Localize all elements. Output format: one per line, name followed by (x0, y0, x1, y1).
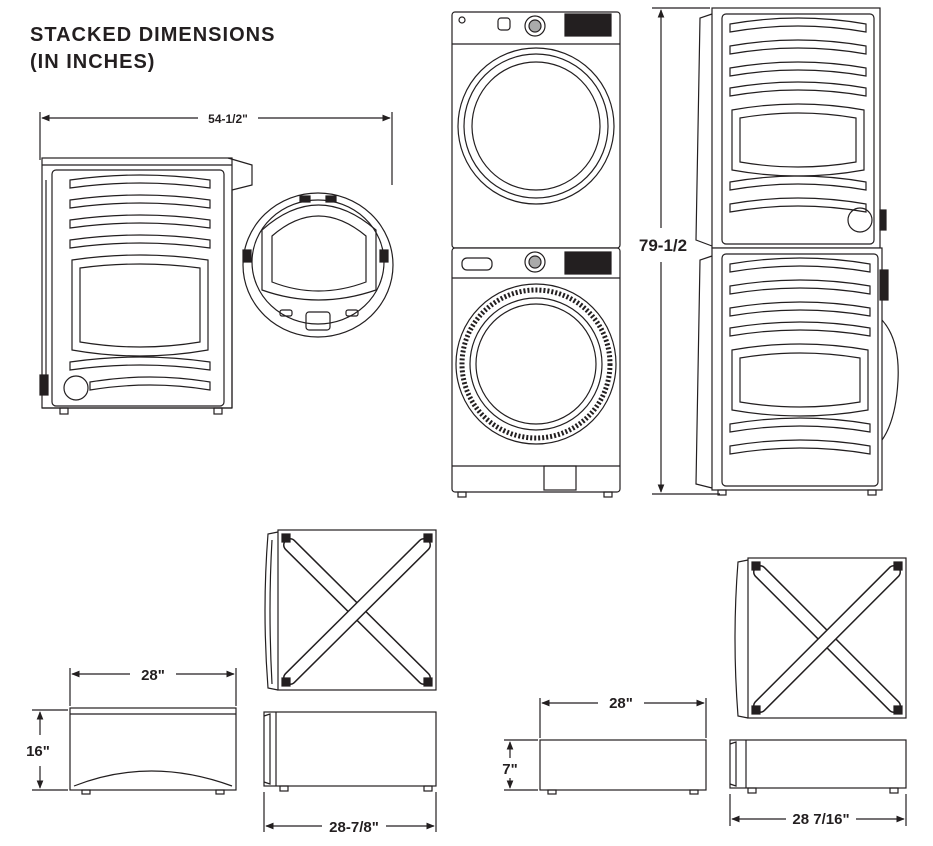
dim-pedestal-7-height: 7" (502, 761, 517, 778)
dim-pedestal-16-width: 28" (141, 667, 165, 684)
pedestal-7-front (504, 698, 707, 795)
side-view-stacked (652, 7, 899, 496)
side-view-door-open (39, 112, 394, 415)
dim-stacked-height: 79-1/2 (639, 236, 687, 255)
pedestal-7-side (729, 739, 907, 826)
dim-pedestal-7-width: 28" (609, 695, 633, 712)
dim-side-depth: 54-1/2" (208, 112, 248, 126)
title-line-2: (IN INCHES) (30, 51, 156, 73)
front-view-stacked (451, 11, 621, 498)
pedestal-16-top-with-unit (264, 529, 437, 691)
pedestal-7-top-with-unit (734, 557, 907, 719)
dim-pedestal-16-depth: 28-7/8" (329, 819, 379, 836)
pedestal-16-side (263, 711, 437, 832)
dim-pedestal-16-height: 16" (26, 743, 50, 760)
title-line-1: STACKED DIMENSIONS (30, 24, 276, 46)
dim-pedestal-7-depth: 28 7/16" (792, 811, 849, 828)
pedestal-16-front (32, 668, 237, 795)
page-title: STACKED DIMENSIONS (IN INCHES) (30, 22, 275, 76)
